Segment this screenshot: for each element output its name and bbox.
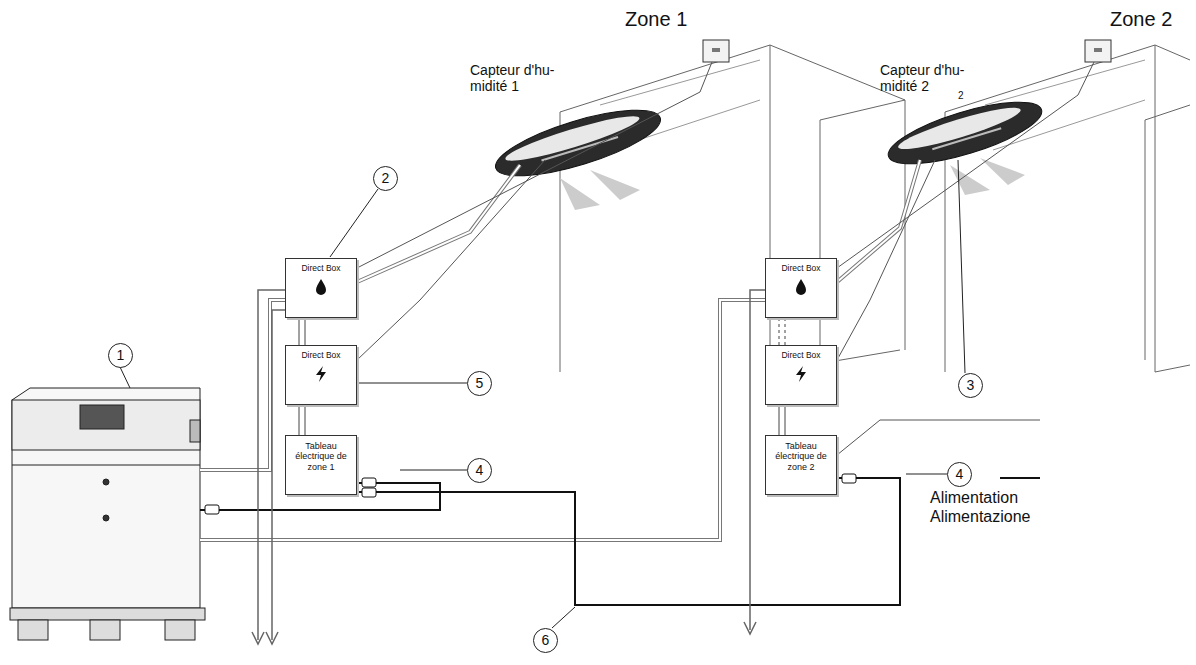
direct-box: Direct Box <box>765 345 837 405</box>
direct-box: Direct Box <box>285 258 357 318</box>
callout-number: 4 <box>947 462 972 487</box>
box-text: Direct Box <box>290 264 352 274</box>
box-link <box>299 318 305 345</box>
sensor-label: Capteur d'hu- midité 2 <box>880 62 980 94</box>
callout-number: 2 <box>373 166 398 191</box>
box-text: Tableau électrique de zone 1 <box>290 441 352 472</box>
callout-number: 1 <box>108 343 133 368</box>
power-label: Alimentazione <box>930 508 1031 526</box>
box-text: Direct Box <box>770 264 832 274</box>
box-link <box>299 405 305 435</box>
callout-number: 6 <box>533 628 558 653</box>
box-text: Direct Box <box>770 351 832 361</box>
sensor-label: Capteur d'hu- midité 1 <box>470 62 570 94</box>
zone-title: Zone 1 <box>625 8 687 31</box>
sensor-index: 2 <box>958 90 964 102</box>
box-link <box>779 405 785 435</box>
callout-number: 3 <box>958 373 983 398</box>
zone-panel: Tableau électrique de zone 1 <box>285 435 357 495</box>
direct-box: Direct Box <box>765 258 837 318</box>
zone-panel: Tableau électrique de zone 2 <box>765 435 837 495</box>
box-link <box>779 318 785 345</box>
callout-number: 5 <box>467 371 492 396</box>
box-text: Tableau électrique de zone 2 <box>770 441 832 472</box>
zone-title: Zone 2 <box>1110 8 1172 31</box>
direct-box: Direct Box <box>285 345 357 405</box>
power-icon <box>793 365 809 383</box>
power-label: Alimentation <box>930 489 1018 507</box>
power-icon <box>313 365 329 383</box>
water-icon <box>793 278 809 296</box>
box-text: Direct Box <box>290 351 352 361</box>
water-icon <box>313 278 329 296</box>
callout-number: 4 <box>467 458 492 483</box>
